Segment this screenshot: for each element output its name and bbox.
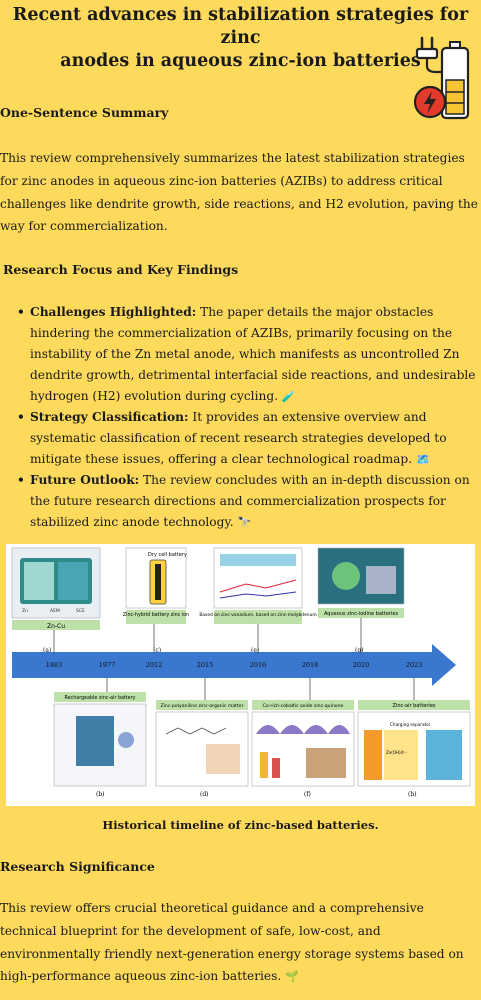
- panel-f: Co-rich-cobaltic oxide zinc-quinone (f): [251, 700, 355, 798]
- timeline-figure: Zn AEM SCE Zn-Cu Dry cell battery Zinc-h…: [6, 544, 475, 806]
- label-zinc-air: Zinc-air batteries: [393, 703, 436, 709]
- year-2016: 2016: [250, 661, 267, 669]
- timeline-years: 1883 1977 2012 2015 2016 2018 2020 2023: [46, 661, 423, 669]
- svg-text:(g): (g): [355, 647, 364, 654]
- map-icon: 🗺️: [415, 453, 430, 466]
- panel-h-separator: Charging separator: [390, 722, 431, 727]
- panel-b: Rechargeable zinc-air battery (b): [53, 692, 147, 798]
- panel-h-zincate: Zn(OH)4²⁻: [386, 750, 407, 755]
- panel-a: Zn AEM SCE Zn-Cu: [11, 547, 101, 630]
- battery-plug-icon: [413, 36, 470, 120]
- panel-h: Zinc-air batteries Charging separator Zn…: [357, 700, 471, 798]
- bullet-strategy: Strategy Classification: It provides an …: [17, 407, 478, 470]
- panel-e: Based on zinc-vanadium, based on zinc-mo…: [199, 547, 317, 624]
- page-title: Recent advances in stabilization strateg…: [0, 4, 481, 73]
- year-2023: 2023: [406, 661, 423, 669]
- svg-text:(e): (e): [251, 647, 259, 654]
- year-1883: 1883: [46, 661, 63, 669]
- panel-d: Zinc-polyaniline zinc-organic matter (d): [155, 700, 249, 798]
- panel-a-sce-label: SCE: [76, 608, 85, 614]
- label-zinc-hybrid: Zinc-hybrid battery zinc ion: [123, 612, 189, 618]
- panel-a-aem-label: AEM: [50, 608, 60, 614]
- year-2012: 2012: [146, 661, 163, 669]
- year-2015: 2015: [197, 661, 214, 669]
- focus-heading: Research Focus and Key Findings: [3, 262, 239, 277]
- label-zinc-vanadium: Based on zinc-vanadium, based on zinc-mo…: [199, 612, 316, 618]
- label-zn-cu: Zn-Cu: [47, 623, 65, 630]
- top-panels: Zn AEM SCE Zn-Cu Dry cell battery Zinc-h…: [11, 547, 405, 630]
- label-zinc-air-rechargeable: Rechargeable zinc-air battery: [65, 695, 136, 701]
- bullet-outlook: Future Outlook: The review concludes wit…: [17, 470, 478, 533]
- title-line-2: anodes in aqueous zinc-ion batteries: [60, 51, 421, 71]
- summary-heading: One-Sentence Summary: [0, 105, 169, 120]
- label-co-rich: Co-rich-cobaltic oxide zinc-quinone: [263, 703, 344, 709]
- year-2018: 2018: [302, 661, 319, 669]
- timeline-arrow: [12, 618, 456, 686]
- top-letters: (a) (c) (e) (g): [43, 647, 364, 654]
- year-2020: 2020: [353, 661, 370, 669]
- telescope-icon: 🔭: [237, 516, 252, 529]
- panel-a-zn-label: Zn: [22, 608, 28, 614]
- panel-c: Dry cell battery Zinc-hybrid battery zin…: [123, 547, 189, 624]
- test-tube-icon: 🧪: [281, 390, 296, 403]
- svg-text:(b): (b): [96, 791, 105, 798]
- label-zinc-polyaniline: Zinc-polyaniline zinc-organic matter: [161, 703, 244, 709]
- svg-text:(c): (c): [153, 647, 161, 654]
- panel-g: Aqueous zinc-iodine batteries: [317, 547, 405, 618]
- year-1977: 1977: [99, 661, 116, 669]
- findings-list: Challenges Highlighted: The paper detail…: [0, 302, 478, 533]
- title-line-1: Recent advances in stabilization strateg…: [12, 5, 469, 48]
- panel-c-dry-cell: Dry cell battery: [148, 552, 187, 558]
- svg-text:(h): (h): [408, 791, 417, 798]
- significance-heading: Research Significance: [0, 859, 155, 874]
- summary-text: This review comprehensively summarizes t…: [0, 151, 478, 234]
- bullet-challenges: Challenges Highlighted: The paper detail…: [17, 302, 478, 407]
- svg-text:(a): (a): [43, 647, 51, 654]
- svg-text:(d): (d): [200, 791, 209, 798]
- bottom-panels: Rechargeable zinc-air battery (b) Zinc-p…: [53, 678, 471, 798]
- svg-text:(f): (f): [304, 791, 311, 798]
- label-zinc-iodine: Aqueous zinc-iodine batteries: [324, 611, 399, 617]
- figure-caption: Historical timeline of zinc-based batter…: [102, 818, 379, 832]
- significance-text: This review offers crucial theoretical g…: [0, 901, 464, 984]
- seedling-icon: 🌱: [285, 970, 299, 984]
